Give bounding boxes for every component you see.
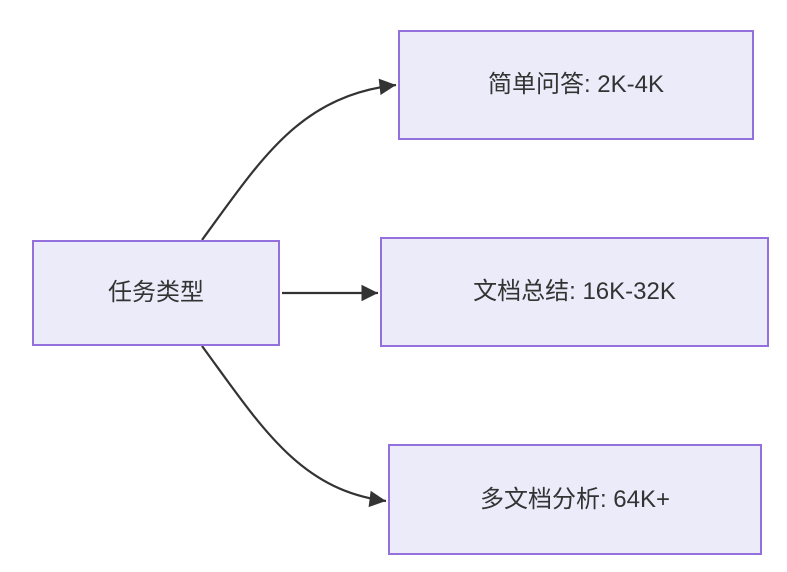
node-multi-doc-analysis: 多文档分析: 64K+ xyxy=(388,444,762,555)
edge-root-to-branch1 xyxy=(201,78,397,241)
node-task-type-label: 任务类型 xyxy=(108,279,204,307)
node-simple-qa-label: 简单问答: 2K-4K xyxy=(487,71,665,99)
node-doc-summary-label: 文档总结: 16K-32K xyxy=(473,278,676,306)
edge-root-to-branch3 xyxy=(201,345,387,508)
node-simple-qa: 简单问答: 2K-4K xyxy=(398,30,754,140)
node-doc-summary: 文档总结: 16K-32K xyxy=(380,237,769,347)
node-multi-doc-analysis-label: 多文档分析: 64K+ xyxy=(479,485,671,513)
node-task-type: 任务类型 xyxy=(32,240,280,346)
